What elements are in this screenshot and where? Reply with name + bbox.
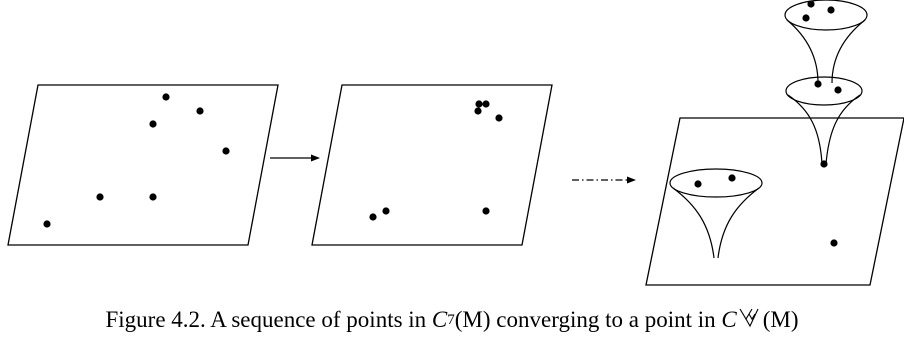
tree-subscript-icon — [738, 306, 762, 334]
caption-prefix: Figure 4.2. A sequence of points in — [105, 307, 427, 332]
space-symbol: C — [431, 307, 448, 332]
manifold-panel-1 — [7, 84, 279, 246]
target-arg: (M) — [762, 307, 799, 332]
bubble-left — [669, 168, 763, 198]
target-symbol: C — [721, 307, 737, 332]
bubble-top — [784, 0, 868, 31]
limit-arrow — [572, 176, 636, 184]
manifold-panel-3 — [645, 117, 904, 286]
bubble-middle — [785, 76, 863, 106]
bubble-left-funnel — [672, 187, 760, 259]
space-arg: (M) — [454, 307, 491, 332]
figure-diagram — [7, 0, 904, 286]
points-panel-3 — [694, 0, 842, 247]
points-panel-1 — [43, 93, 230, 228]
bubble-middle-funnel — [787, 94, 861, 165]
bubble-top-funnel — [786, 19, 866, 84]
convergence-arrow — [270, 154, 320, 162]
points-panel-2 — [369, 100, 503, 221]
manifold-panel-2 — [311, 84, 553, 246]
caption-middle: converging to a point in — [496, 307, 716, 332]
